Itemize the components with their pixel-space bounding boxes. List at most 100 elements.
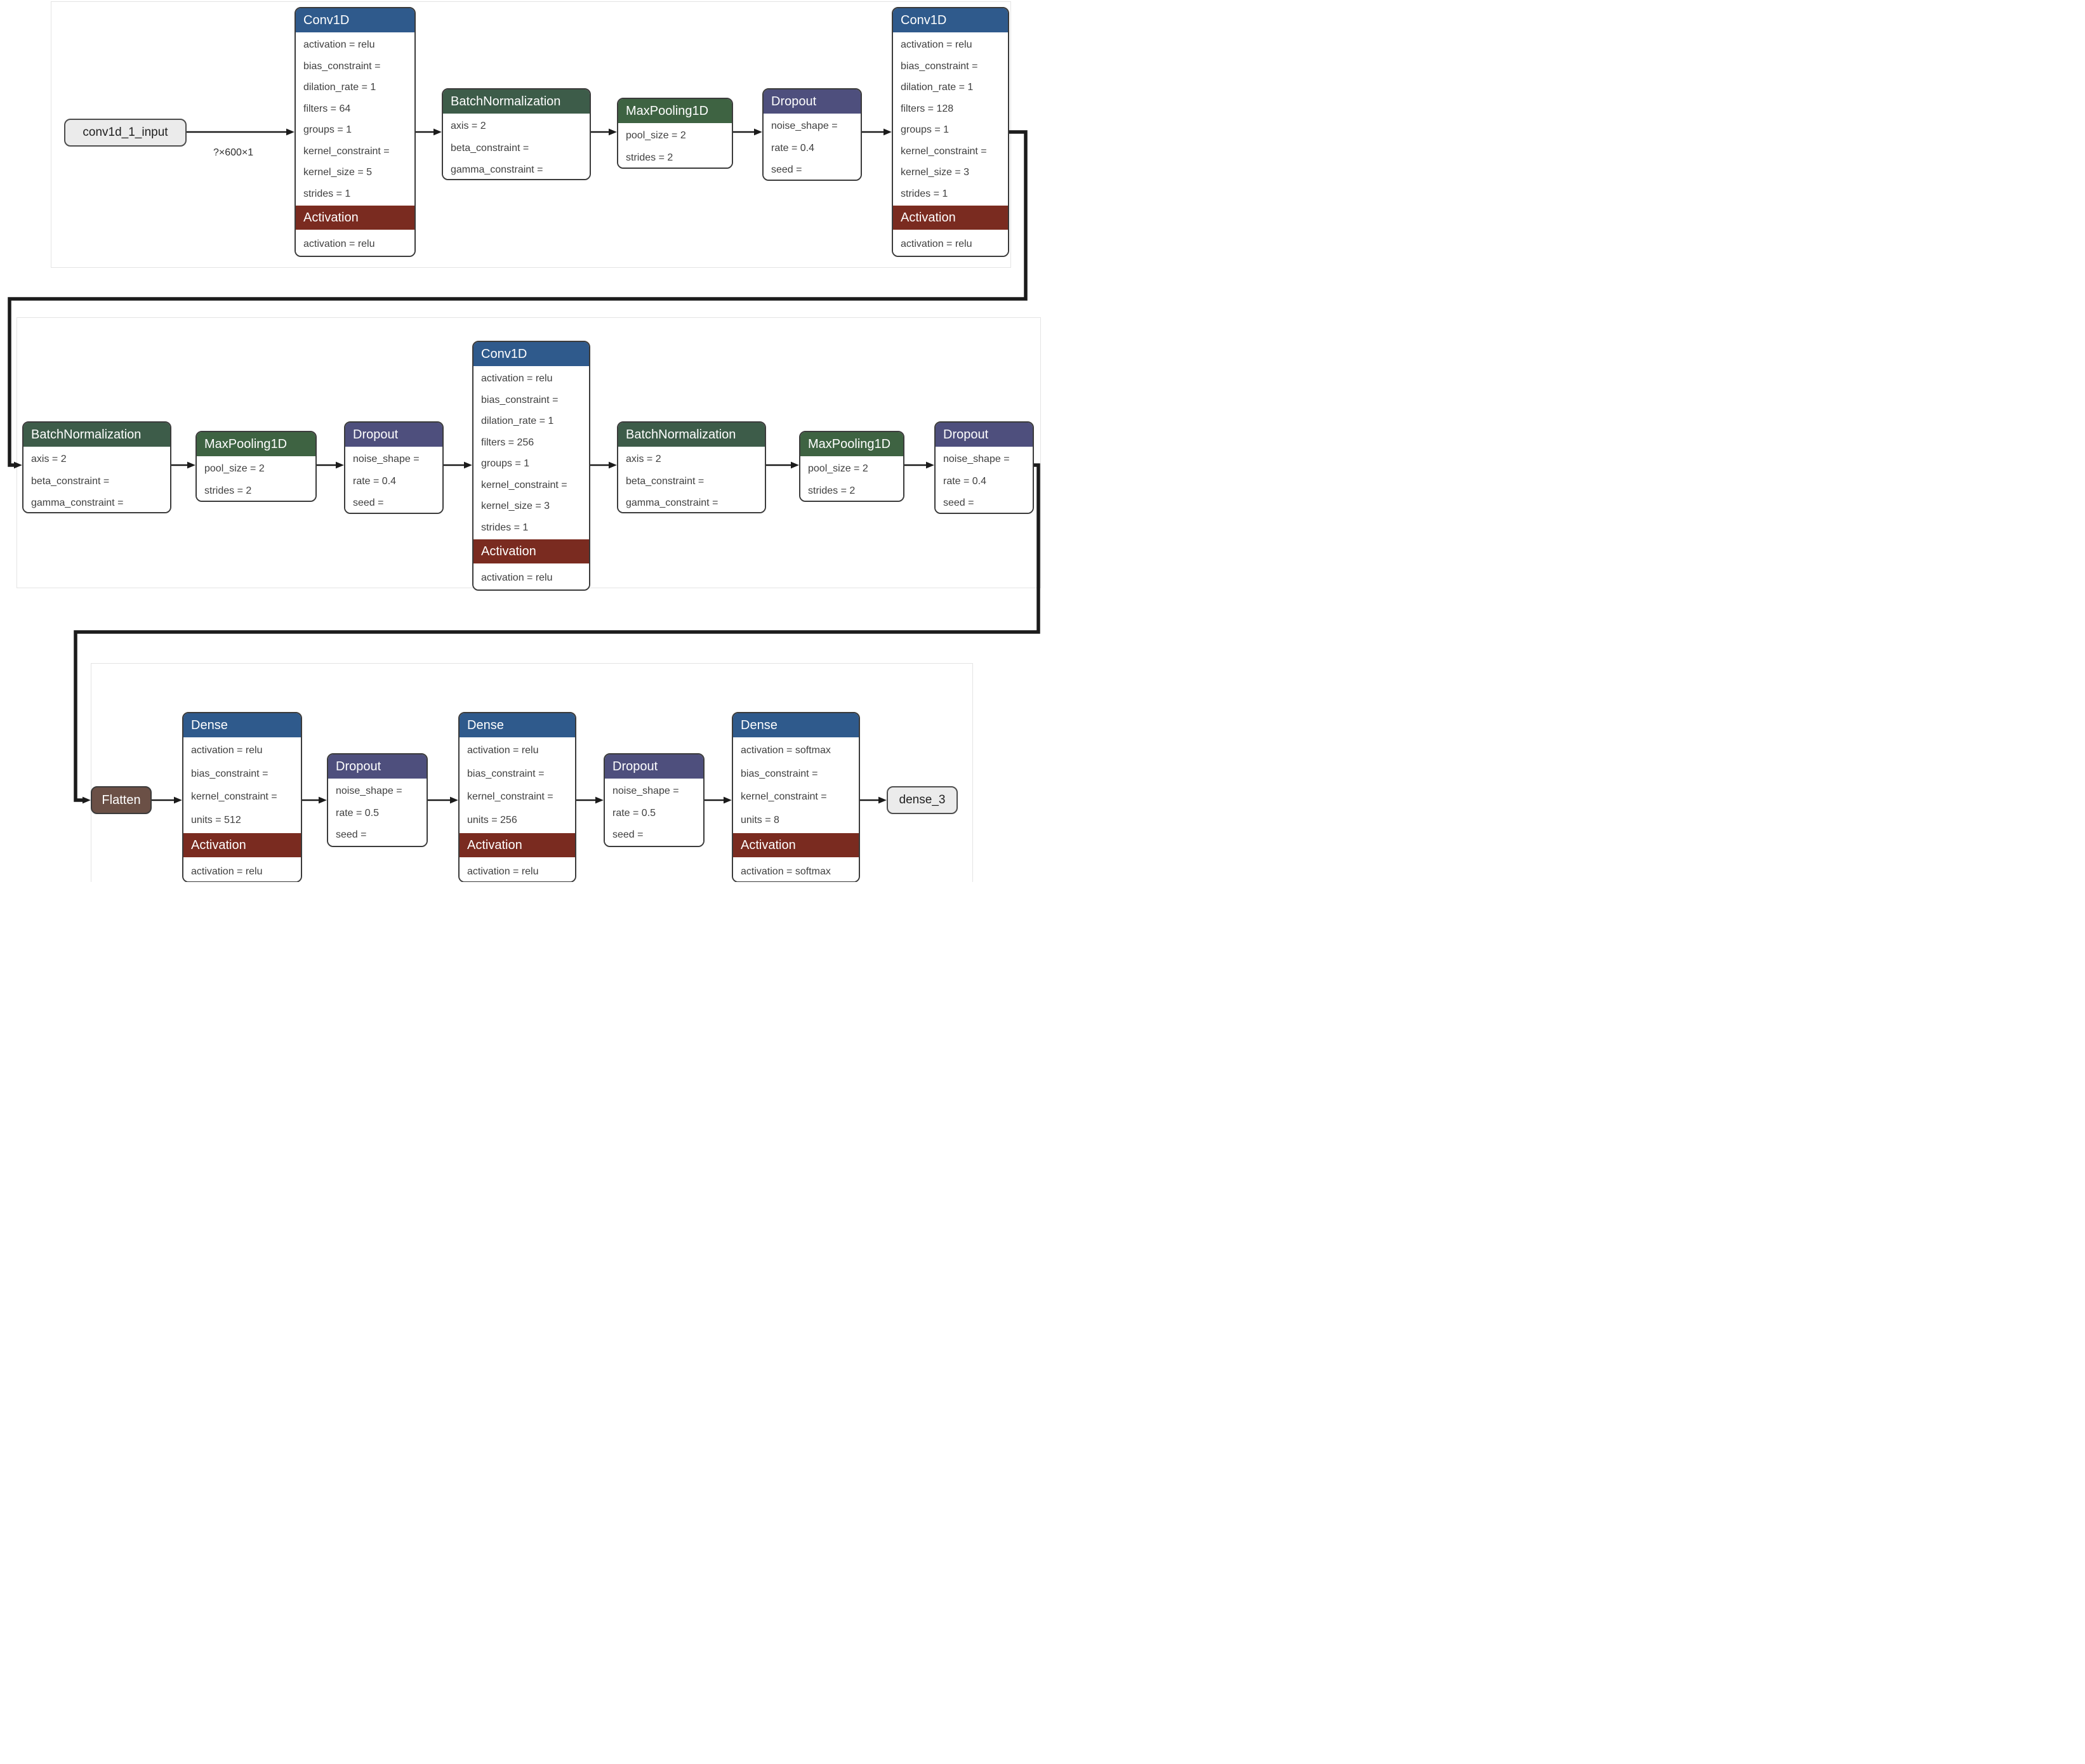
node-maxpool-1[interactable]: MaxPooling1D pool_size = 2 strides = 2 [617,98,733,169]
param: activation = softmax [741,866,831,877]
node-dense-3[interactable]: Dense activation = softmax bias_constrai… [732,712,860,882]
input-shape-label: ?×600×1 [213,147,254,158]
param: activation = relu [481,572,553,583]
node-dropout-4[interactable]: Dropout noise_shape = rate = 0.5 seed = [327,753,428,847]
node-batchnorm-3[interactable]: BatchNormalization axis = 2 beta_constra… [617,421,766,513]
conv1d-3-title: Conv1D [473,342,589,366]
node-dropout-3[interactable]: Dropout noise_shape = rate = 0.4 seed = [934,421,1034,514]
param: units = 512 [191,814,241,826]
node-maxpool-3[interactable]: MaxPooling1D pool_size = 2 strides = 2 [799,431,904,502]
param: beta_constraint = [451,142,529,154]
param: rate = 0.5 [336,807,380,819]
output-label: dense_3 [899,793,946,806]
dense-1-params: activation = relu bias_constraint = kern… [183,737,301,833]
dropout-5-title: Dropout [605,754,703,779]
param: strides = 2 [808,485,856,496]
node-dense-2[interactable]: Dense activation = relu bias_constraint … [458,712,576,882]
node-conv1d-3[interactable]: Conv1D activation = relu bias_constraint… [472,341,590,591]
param: kernel_size = 3 [481,501,550,511]
param: noise_shape = [943,454,1010,464]
param: beta_constraint = [31,475,110,487]
param: groups = 1 [481,458,530,469]
node-conv1d-1[interactable]: Conv1D activation = relu bias_constraint… [295,7,416,257]
param: strides = 2 [204,485,252,496]
param: kernel_size = 3 [901,167,970,178]
param: filters = 128 [901,103,954,114]
param: seed = [612,829,644,840]
param: noise_shape = [353,454,420,464]
param: activation = relu [191,866,263,877]
param: seed = [943,497,974,508]
maxpool-3-title: MaxPooling1D [800,432,903,456]
input-label: conv1d_1_input [83,126,168,139]
param: kernel_constraint = [303,145,390,157]
dense-2-activation-param: activation = relu [460,857,575,881]
dropout-4-params: noise_shape = rate = 0.5 seed = [328,779,427,846]
param: gamma_constraint = [31,497,124,508]
maxpool-3-params: pool_size = 2 strides = 2 [800,456,903,501]
param: pool_size = 2 [204,463,265,474]
param: kernel_constraint = [741,791,827,802]
node-maxpool-2[interactable]: MaxPooling1D pool_size = 2 strides = 2 [195,431,317,502]
param: activation = relu [901,39,972,50]
batchnorm-1-params: axis = 2 beta_constraint = gamma_constra… [443,114,590,179]
param: units = 256 [467,814,517,826]
param: bias_constraint = [901,60,978,72]
param: groups = 1 [901,124,950,135]
param: gamma_constraint = [626,497,718,508]
dense-1-title: Dense [183,713,301,737]
param: gamma_constraint = [451,164,543,175]
dense-3-activation-title: Activation [733,833,859,857]
param: bias_constraint = [481,394,559,405]
param: noise_shape = [771,121,838,131]
param: rate = 0.4 [353,475,397,487]
param: groups = 1 [303,124,352,135]
param: units = 8 [741,814,779,826]
node-batchnorm-2[interactable]: BatchNormalization axis = 2 beta_constra… [22,421,171,513]
dropout-3-params: noise_shape = rate = 0.4 seed = [936,447,1033,513]
node-batchnorm-1[interactable]: BatchNormalization axis = 2 beta_constra… [442,88,591,180]
node-input[interactable]: conv1d_1_input [64,119,187,147]
conv1d-1-params: activation = relu bias_constraint = dila… [296,32,414,206]
param: kernel_constraint = [191,791,277,802]
conv1d-2-params: activation = relu bias_constraint = dila… [893,32,1008,206]
batchnorm-2-title: BatchNormalization [23,423,170,447]
node-dropout-1[interactable]: Dropout noise_shape = rate = 0.4 seed = [762,88,862,181]
param: kernel_size = 5 [303,167,373,178]
model-diagram: ?×600×1 conv1d_1_input Conv1D activation… [0,0,1043,882]
param: dilation_rate = 1 [303,82,376,93]
conv1d-3-activation-title: Activation [473,539,589,563]
dense-2-title: Dense [460,713,575,737]
dense-3-activation-param: activation = softmax [733,857,859,881]
dropout-5-params: noise_shape = rate = 0.5 seed = [605,779,703,846]
param: axis = 2 [626,454,661,464]
batchnorm-1-title: BatchNormalization [443,89,590,114]
dropout-2-title: Dropout [345,423,442,447]
flatten-label: Flatten [102,793,141,807]
node-conv1d-2[interactable]: Conv1D activation = relu bias_constraint… [892,7,1009,257]
node-flatten[interactable]: Flatten [91,786,152,814]
conv1d-2-activation-param: activation = relu [893,230,1008,256]
param: pool_size = 2 [626,130,686,141]
param: strides = 1 [303,188,351,199]
dense-1-activation-param: activation = relu [183,857,301,881]
param: kernel_constraint = [901,145,987,157]
param: bias_constraint = [467,768,545,779]
node-output[interactable]: dense_3 [887,786,958,814]
dense-2-params: activation = relu bias_constraint = kern… [460,737,575,833]
param: seed = [353,497,384,508]
batchnorm-2-params: axis = 2 beta_constraint = gamma_constra… [23,447,170,512]
conv1d-1-title: Conv1D [296,8,414,32]
param: dilation_rate = 1 [901,82,974,93]
node-dense-1[interactable]: Dense activation = relu bias_constraint … [182,712,302,882]
maxpool-2-params: pool_size = 2 strides = 2 [197,456,315,501]
conv1d-3-activation-param: activation = relu [473,563,589,589]
conv1d-3-params: activation = relu bias_constraint = dila… [473,366,589,539]
dropout-4-title: Dropout [328,754,427,779]
node-dropout-2[interactable]: Dropout noise_shape = rate = 0.4 seed = [344,421,444,514]
node-dropout-5[interactable]: Dropout noise_shape = rate = 0.5 seed = [604,753,705,847]
param: kernel_constraint = [481,479,567,490]
param: axis = 2 [31,454,67,464]
param: activation = relu [303,39,375,50]
param: rate = 0.4 [771,142,815,154]
